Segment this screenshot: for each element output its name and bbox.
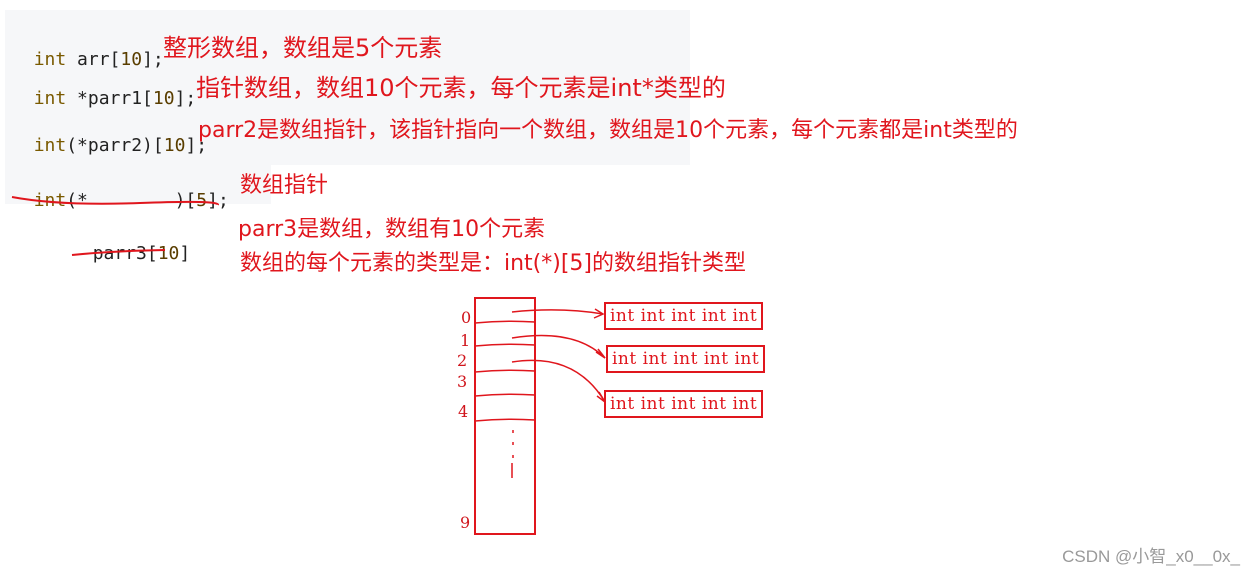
code-block-background xyxy=(5,10,690,165)
int5-array-row: int int int int int xyxy=(604,390,764,418)
index-label: 4 xyxy=(458,402,469,421)
keyword-int: int xyxy=(33,190,67,211)
code-number: 10 xyxy=(152,88,175,109)
index-label: 2 xyxy=(457,351,468,370)
array-cell-divider xyxy=(474,418,536,422)
note-int-array: 整形数组，数组是5个元素 xyxy=(163,34,443,62)
code-text: ]; xyxy=(207,190,229,211)
keyword-int: int xyxy=(33,135,67,156)
code-text: *parr1[ xyxy=(66,88,153,109)
keyword-int: int xyxy=(33,49,67,70)
array-cell-divider xyxy=(474,369,536,373)
underline-int-pointer xyxy=(11,196,220,206)
int5-array-row: int int int int int xyxy=(606,345,766,373)
note-array-pointer-parr2: parr2是数组指针，该指针指向一个数组，数组是10个元素，每个元素都是int类… xyxy=(198,118,1018,143)
code-line-arr: int arr[10]; xyxy=(12,28,164,70)
array-dots xyxy=(511,430,514,478)
array-cell-divider xyxy=(474,393,536,397)
code-line-parr3: parr3[10] xyxy=(71,222,191,264)
index-label: 3 xyxy=(457,372,468,391)
arrow-to-row-2 xyxy=(511,334,606,359)
index-label: 9 xyxy=(460,513,471,532)
arrowhead xyxy=(593,308,605,319)
arrow-to-row-3 xyxy=(511,359,606,403)
code-block-background-2 xyxy=(5,158,271,204)
note-parr3-array: parr3是数组，数组有10个元素 xyxy=(238,217,546,242)
code-number: 10 xyxy=(120,49,143,70)
code-text: ]; xyxy=(174,88,197,109)
code-text: parr3[ xyxy=(92,243,158,264)
code-text: ]; xyxy=(142,49,164,70)
code-line-parr1: int *parr1[10]; xyxy=(12,67,197,109)
index-label: 0 xyxy=(461,308,472,327)
arrowhead xyxy=(595,348,606,359)
array-cell-divider xyxy=(474,320,536,324)
keyword-int: int xyxy=(33,88,67,109)
code-number: 10 xyxy=(163,135,186,156)
int5-array-row: int int int int int xyxy=(604,302,764,330)
code-number: 10 xyxy=(157,243,180,264)
underline-parr3 xyxy=(71,249,166,256)
array-column-box xyxy=(474,297,536,535)
array-cell-divider xyxy=(474,343,536,347)
index-label: 1 xyxy=(460,331,471,350)
code-text: ] xyxy=(179,243,191,264)
code-text: ]; xyxy=(185,135,208,156)
code-text: arr[ xyxy=(66,49,121,70)
code-number: 5 xyxy=(196,190,208,211)
note-array-pointer: 数组指针 xyxy=(240,173,329,198)
arrow-to-row-1 xyxy=(511,309,604,315)
code-text: )[ xyxy=(87,190,197,211)
code-text: (* xyxy=(66,190,88,211)
note-parr3-element-type: 数组的每个元素的类型是：int(*)[5]的数组指针类型 xyxy=(240,251,747,276)
code-line-array-pointer: int(* )[5]; xyxy=(12,169,229,211)
code-text: (*parr2)[ xyxy=(66,135,164,156)
code-line-parr2: int(*parr2)[10]; xyxy=(12,114,207,156)
watermark: CSDN @小智_x0__0x_ xyxy=(1062,547,1240,566)
note-pointer-array: 指针数组，数组10个元素，每个元素是int*类型的 xyxy=(196,74,726,102)
